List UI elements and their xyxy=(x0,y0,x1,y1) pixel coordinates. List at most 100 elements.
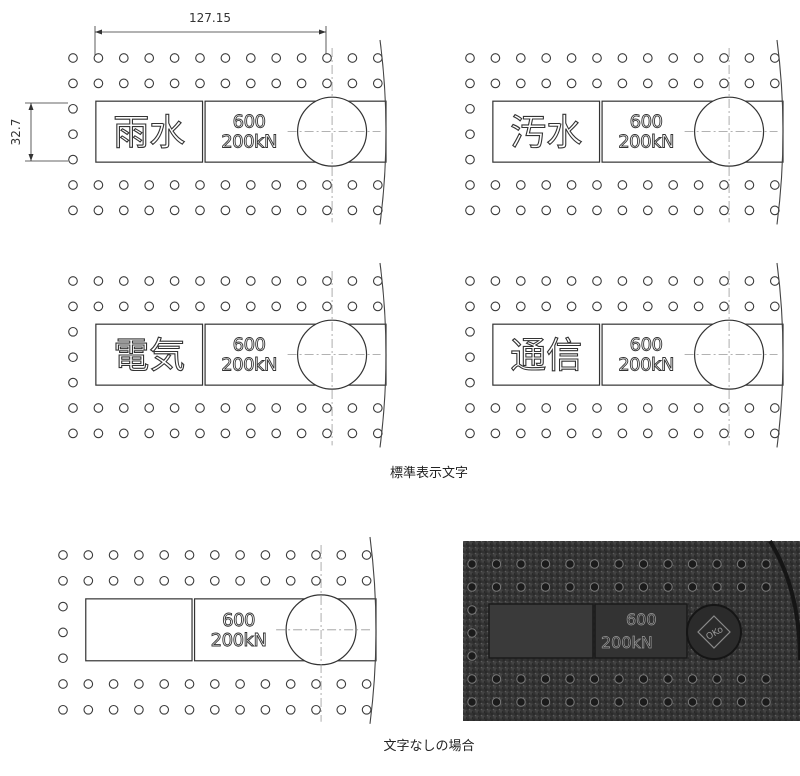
photo-dot-grid xyxy=(467,559,771,707)
drain-hole xyxy=(271,276,282,286)
drain-hole xyxy=(719,205,729,216)
drain-hole xyxy=(195,180,205,190)
drain-hole xyxy=(347,428,358,439)
photo-drain-hole xyxy=(467,559,477,569)
photo-drain-hole xyxy=(565,674,575,684)
drain-hole xyxy=(68,180,78,190)
photo-drain-hole xyxy=(712,582,722,592)
photo-drain-hole xyxy=(491,559,502,569)
drain-hole xyxy=(68,428,78,439)
photo-rating-bottom: 200kN xyxy=(601,633,653,652)
drain-hole xyxy=(719,428,729,439)
drain-hole xyxy=(108,679,119,689)
drain-hole xyxy=(93,403,104,413)
drain-hole xyxy=(336,575,347,586)
drain-hole xyxy=(693,180,704,190)
photo-drain-hole xyxy=(540,559,551,569)
drain-hole xyxy=(465,428,475,439)
drain-hole xyxy=(159,550,170,560)
drain-hole xyxy=(296,301,307,312)
drain-hole xyxy=(361,550,372,560)
drain-hole xyxy=(169,403,180,413)
drain-hole xyxy=(311,550,321,560)
drain-hole xyxy=(347,403,358,413)
drain-hole xyxy=(108,575,119,586)
photo-drain-hole xyxy=(736,674,747,684)
rating-top: 600 xyxy=(233,112,266,133)
drain-hole xyxy=(83,704,94,715)
photo-drain-hole xyxy=(491,697,502,707)
drain-hole xyxy=(271,301,282,312)
rating-top: 600 xyxy=(222,610,255,631)
drain-hole xyxy=(220,276,231,286)
drain-hole xyxy=(184,575,195,586)
drain-hole xyxy=(693,301,704,312)
drain-hole xyxy=(719,78,729,89)
drain-hole xyxy=(769,276,780,286)
drain-hole xyxy=(209,679,220,689)
drain-hole xyxy=(296,180,307,190)
drain-hole xyxy=(592,276,602,286)
drain-hole xyxy=(744,276,755,286)
photo-logo-disc xyxy=(686,604,742,660)
drain-hole xyxy=(617,205,628,216)
drain-hole xyxy=(465,352,475,363)
drain-hole xyxy=(134,550,144,560)
photo-drain-hole xyxy=(761,697,771,707)
drain-hole xyxy=(642,301,653,312)
drain-hole xyxy=(566,428,577,439)
drain-hole xyxy=(93,180,104,190)
drain-hole xyxy=(541,301,552,312)
drain-hole xyxy=(195,205,205,216)
drain-hole xyxy=(592,428,602,439)
drain-hole xyxy=(541,428,552,439)
drain-hole xyxy=(372,180,383,190)
drain-hole xyxy=(515,428,526,439)
photo-drain-hole xyxy=(565,582,575,592)
photo-drain-hole xyxy=(565,559,575,569)
drain-hole xyxy=(322,276,332,286)
drain-hole xyxy=(58,601,68,612)
drain-hole xyxy=(347,205,358,216)
drain-hole xyxy=(642,403,653,413)
drain-hole xyxy=(592,180,602,190)
drain-hole xyxy=(296,276,307,286)
drain-hole xyxy=(209,550,220,560)
drain-hole xyxy=(322,53,332,63)
drain-hole xyxy=(744,78,755,89)
drain-hole xyxy=(144,180,155,190)
dot-grid xyxy=(68,276,383,439)
drain-hole xyxy=(347,301,358,312)
drain-hole xyxy=(68,326,78,337)
drain-hole xyxy=(58,704,68,715)
drain-hole xyxy=(245,78,256,89)
drain-hole xyxy=(260,550,271,560)
drain-hole xyxy=(592,301,602,312)
drain-hole xyxy=(159,679,170,689)
drain-hole xyxy=(144,301,155,312)
drain-hole xyxy=(592,53,602,63)
drain-hole xyxy=(118,428,129,439)
photo-drain-hole xyxy=(467,697,477,707)
drain-hole xyxy=(184,679,195,689)
drain-hole xyxy=(209,704,220,715)
photo-drain-hole xyxy=(687,674,698,684)
drain-hole xyxy=(195,53,205,63)
drain-hole xyxy=(118,301,129,312)
photo-drain-hole xyxy=(540,697,551,707)
photo-drain-hole xyxy=(516,697,526,707)
drain-hole xyxy=(118,53,129,63)
drain-hole xyxy=(642,78,653,89)
drain-hole xyxy=(68,129,78,140)
drain-hole xyxy=(336,550,347,560)
drain-hole xyxy=(693,78,704,89)
drain-hole xyxy=(719,403,729,413)
drain-hole xyxy=(372,276,383,286)
photo-drain-hole xyxy=(663,582,673,592)
drain-hole xyxy=(271,53,282,63)
drain-hole xyxy=(209,575,220,586)
drain-hole xyxy=(719,180,729,190)
